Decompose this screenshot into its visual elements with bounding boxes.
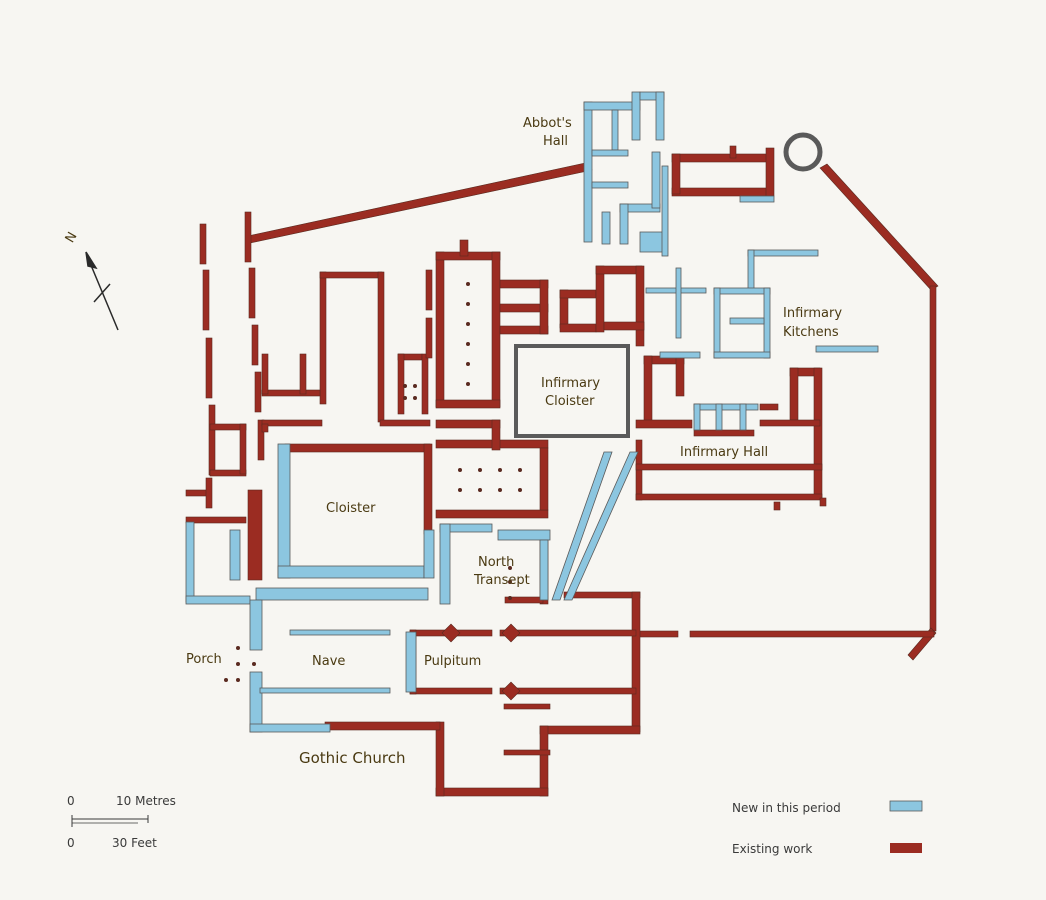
legend-new-swatch bbox=[889, 800, 923, 812]
porch-label: Porch bbox=[186, 652, 222, 667]
nave-label: Nave bbox=[312, 654, 345, 669]
existing-work-walls bbox=[185, 145, 939, 797]
infirmary-kitchens-label-line2: Kitchens bbox=[783, 325, 839, 340]
gothic-church-label: Gothic Church bbox=[299, 749, 405, 767]
scale-feet-zero: 0 bbox=[67, 836, 75, 850]
legend-new-label: New in this period bbox=[732, 801, 841, 815]
legend-existing-swatch bbox=[890, 843, 922, 853]
abbots-hall-label-line2: Hall bbox=[543, 134, 568, 149]
infirmary-cloister-label-line2: Cloister bbox=[545, 394, 595, 409]
infirmary-hall-label: Infirmary Hall bbox=[680, 445, 768, 460]
north-arrow bbox=[85, 251, 119, 331]
infirmary-cloister-label-line1: Infirmary bbox=[541, 376, 600, 391]
north-arrow-label: N bbox=[63, 230, 81, 246]
new-work-walls bbox=[185, 91, 879, 733]
infirmary-kitchens-label-line1: Infirmary bbox=[783, 306, 842, 321]
pier-dots bbox=[224, 282, 522, 682]
scale-metres-zero: 0 bbox=[67, 794, 75, 808]
legend-existing-label: Existing work bbox=[732, 842, 812, 856]
scale-bar: 0 10 Metres 0 30 Feet bbox=[67, 794, 176, 850]
abbots-hall-label-line1: Abbot's bbox=[523, 116, 572, 131]
pulpitum-label: Pulpitum bbox=[424, 654, 481, 669]
cloister-label: Cloister bbox=[326, 501, 376, 516]
north-transept-label-line2: Transept bbox=[473, 573, 530, 588]
north-transept-label-line1: North bbox=[478, 555, 514, 570]
legend: New in this period Existing work bbox=[732, 800, 923, 856]
scale-feet-label: 30 Feet bbox=[112, 836, 157, 850]
scale-metres-label: 10 Metres bbox=[116, 794, 176, 808]
